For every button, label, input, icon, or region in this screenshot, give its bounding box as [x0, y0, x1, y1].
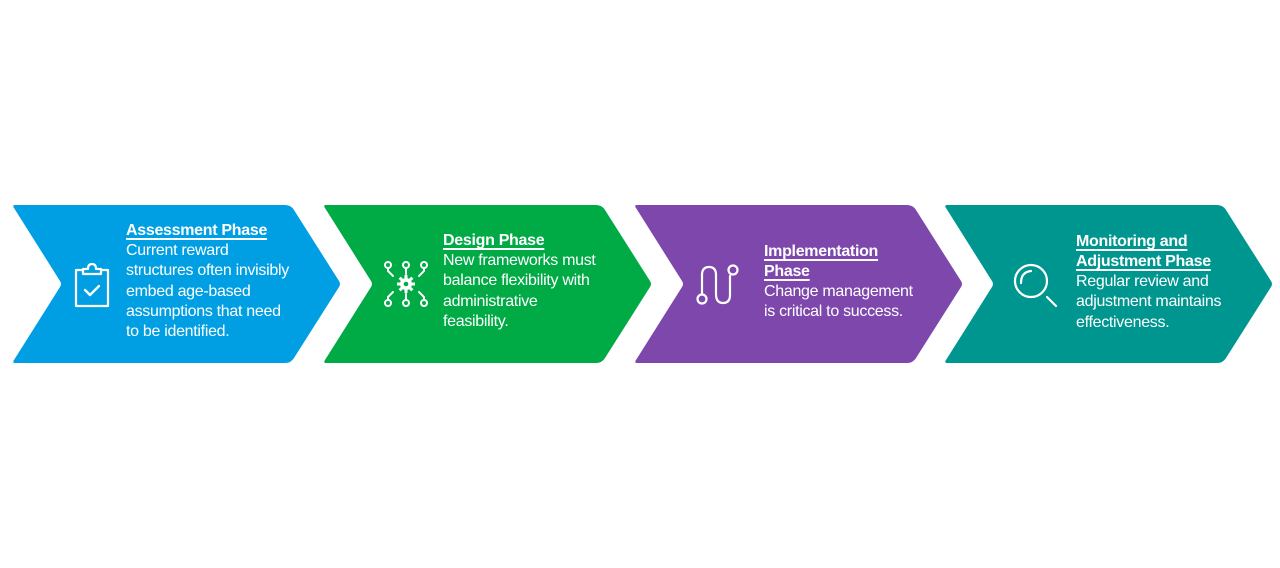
- phase-implementation: Implementation Phase Change management i…: [635, 205, 963, 363]
- phase-title: Monitoring and Adjustment Phase: [1076, 233, 1211, 270]
- phase-design: Design Phase New frameworks must balance…: [324, 205, 652, 363]
- phase-title: Assessment Phase: [126, 222, 268, 239]
- clipboard-check-icon: [74, 262, 110, 308]
- gear-network-icon: [384, 261, 428, 307]
- phase-description: Current reward structures often invisibl…: [126, 242, 289, 341]
- path-route-icon: [696, 264, 739, 305]
- phase-assessment: Assessment Phase Current reward structur…: [13, 205, 341, 363]
- chevron-shape: [324, 205, 651, 363]
- phase-title: Design Phase: [443, 232, 545, 249]
- chevron-shape: [13, 205, 340, 363]
- chevron-shape: [945, 205, 1272, 363]
- phase-description: Change management is critical to success…: [764, 283, 913, 321]
- phase-monitoring-adjustment: Monitoring and Adjustment Phase Regular …: [945, 205, 1273, 363]
- magnifier-icon: [1013, 263, 1058, 308]
- phase-description: New frameworks must balance flexibility …: [443, 252, 596, 330]
- phase-title: Implementation Phase: [764, 243, 879, 280]
- chevron-shape: [635, 205, 962, 363]
- phase-description: Regular review and adjustment maintains …: [1076, 273, 1222, 331]
